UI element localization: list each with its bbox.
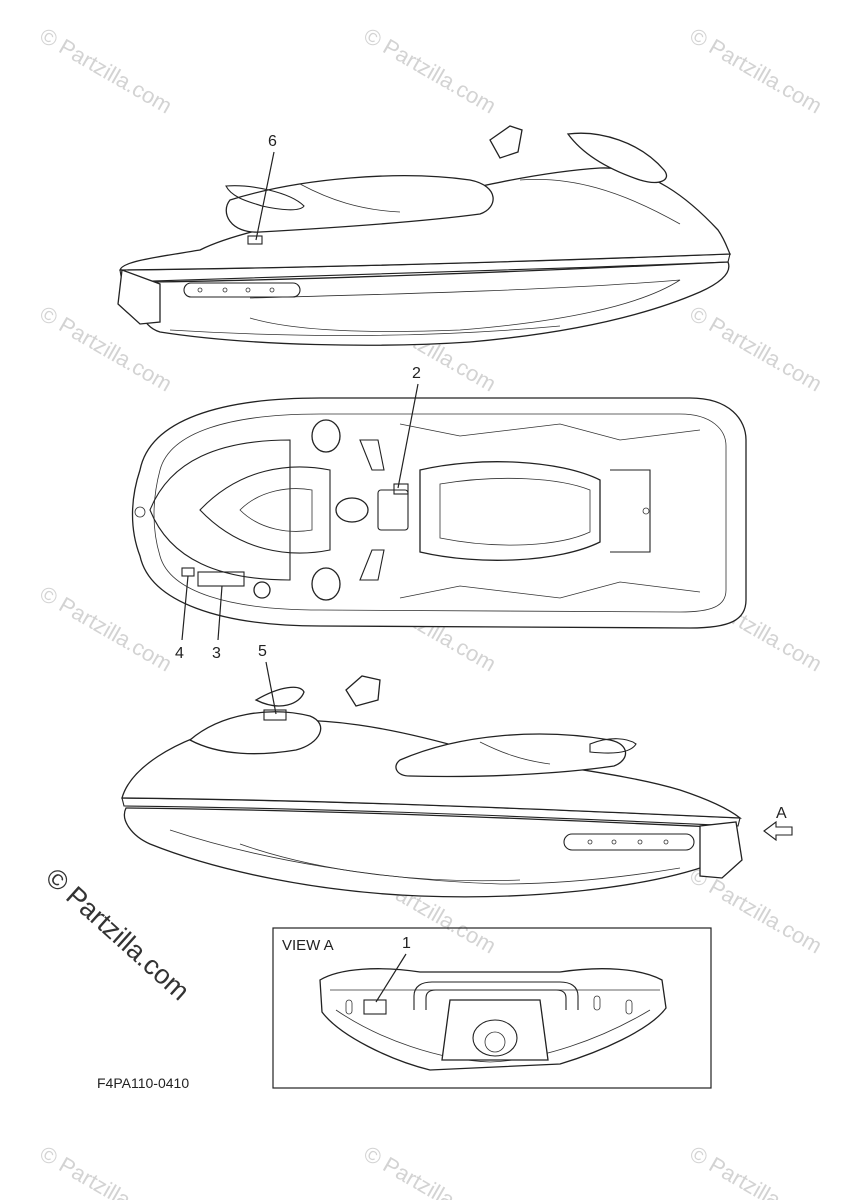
watermark: © Partzilla.com [686, 23, 827, 119]
watermark-large: © Partzilla.com [40, 862, 195, 1006]
watermark: © Partzilla.com [36, 23, 177, 119]
callout-4: 4 [175, 575, 189, 662]
stern-platform [610, 469, 651, 553]
fuel-cap [253, 581, 271, 599]
display-panel [377, 489, 409, 531]
callout-6: 6 [255, 133, 277, 241]
leader-line [265, 661, 277, 715]
side-vent [563, 833, 695, 851]
seat-contour [439, 477, 591, 546]
vent-bolt [637, 839, 643, 845]
vent-bolt [197, 287, 203, 293]
part-code: F4PA110-0410 [97, 1075, 189, 1091]
vent-bolt [663, 839, 669, 845]
watermark: © Partzilla.com [36, 1141, 177, 1200]
tow-hook [642, 507, 650, 515]
seat [419, 461, 601, 561]
watermark: © Partzilla.com [360, 23, 501, 119]
callout-number: 2 [412, 365, 421, 382]
leader-line [181, 575, 189, 641]
callout-number: 6 [268, 133, 277, 150]
handlebar [359, 439, 385, 471]
watermark: © Partzilla.com [686, 1141, 827, 1200]
handlebar [489, 125, 523, 159]
vent-bolt [245, 287, 251, 293]
nozzle-inner [484, 1031, 506, 1053]
callout-number: 5 [258, 643, 267, 660]
drain-slot [345, 999, 353, 1015]
view-arrow-label: A [776, 805, 787, 822]
hull-contour [169, 325, 561, 336]
stern [699, 821, 743, 879]
hull-inner-outline [153, 413, 727, 613]
stern-contour [335, 1009, 651, 1063]
callout-2: 2 [397, 365, 421, 489]
hull-contour [249, 279, 681, 332]
vent-bolt [269, 287, 275, 293]
nozzle-opening [472, 1019, 518, 1057]
drain-slot [593, 995, 601, 1011]
leader-line [255, 151, 275, 241]
view-a-label: VIEW A [282, 937, 334, 954]
label-2-decal [393, 483, 409, 495]
boarding-ladder [425, 989, 567, 1010]
callout-number: 4 [175, 645, 184, 662]
jet-nozzle [441, 999, 549, 1061]
hood-inner [239, 488, 313, 532]
seat-contour [479, 741, 551, 765]
bow-panel [149, 439, 291, 581]
callout-5: 5 [258, 643, 277, 715]
hood [199, 466, 331, 554]
seat-contour [299, 183, 401, 213]
hull-lower [123, 807, 739, 898]
label-1-decal [363, 999, 387, 1015]
watermark: © Partzilla.com [36, 581, 177, 677]
steering-hub [335, 497, 369, 523]
callout-number: 3 [212, 645, 221, 662]
hood [188, 711, 322, 755]
view-a-panel: VIEW A [272, 927, 712, 1089]
mirror [311, 419, 341, 453]
grab-handle [589, 738, 637, 754]
hood-contour [519, 178, 681, 225]
grab-handle [225, 185, 305, 211]
handlebar [345, 675, 381, 707]
vent-bolt [587, 839, 593, 845]
drain-slot [625, 999, 633, 1015]
hull-contour [239, 843, 521, 882]
deck-contour [399, 581, 701, 599]
leader-line [375, 953, 407, 1003]
side-view-bottom [121, 675, 743, 898]
nose-shroud [566, 132, 668, 184]
leader-line [397, 383, 419, 489]
handlebar [359, 549, 385, 581]
vent-bolt [222, 287, 228, 293]
deck-contour [399, 423, 701, 441]
nose-shroud [254, 686, 305, 707]
mirror [311, 567, 341, 601]
callout-3: 3 [212, 585, 223, 662]
side-view-top [117, 125, 732, 346]
watermark: © Partzilla.com [686, 301, 827, 397]
leader-line [217, 585, 223, 641]
arrow-left-icon [763, 820, 793, 842]
callout-1: 1 [375, 935, 411, 1003]
stern [117, 269, 161, 325]
watermark: © Partzilla.com [360, 1141, 501, 1200]
label-6-decal [247, 235, 263, 245]
side-vent [183, 282, 301, 298]
seat [225, 175, 494, 233]
plan-view [131, 397, 747, 629]
boarding-ladder [413, 981, 579, 1010]
logo-emblem [134, 506, 146, 518]
hull-contour [169, 829, 681, 885]
callout-number: 1 [402, 935, 411, 952]
view-a-frame [272, 927, 712, 1089]
label-3-decal [197, 571, 245, 587]
view-a-indicator: A [763, 805, 793, 842]
vent-bolt [611, 839, 617, 845]
